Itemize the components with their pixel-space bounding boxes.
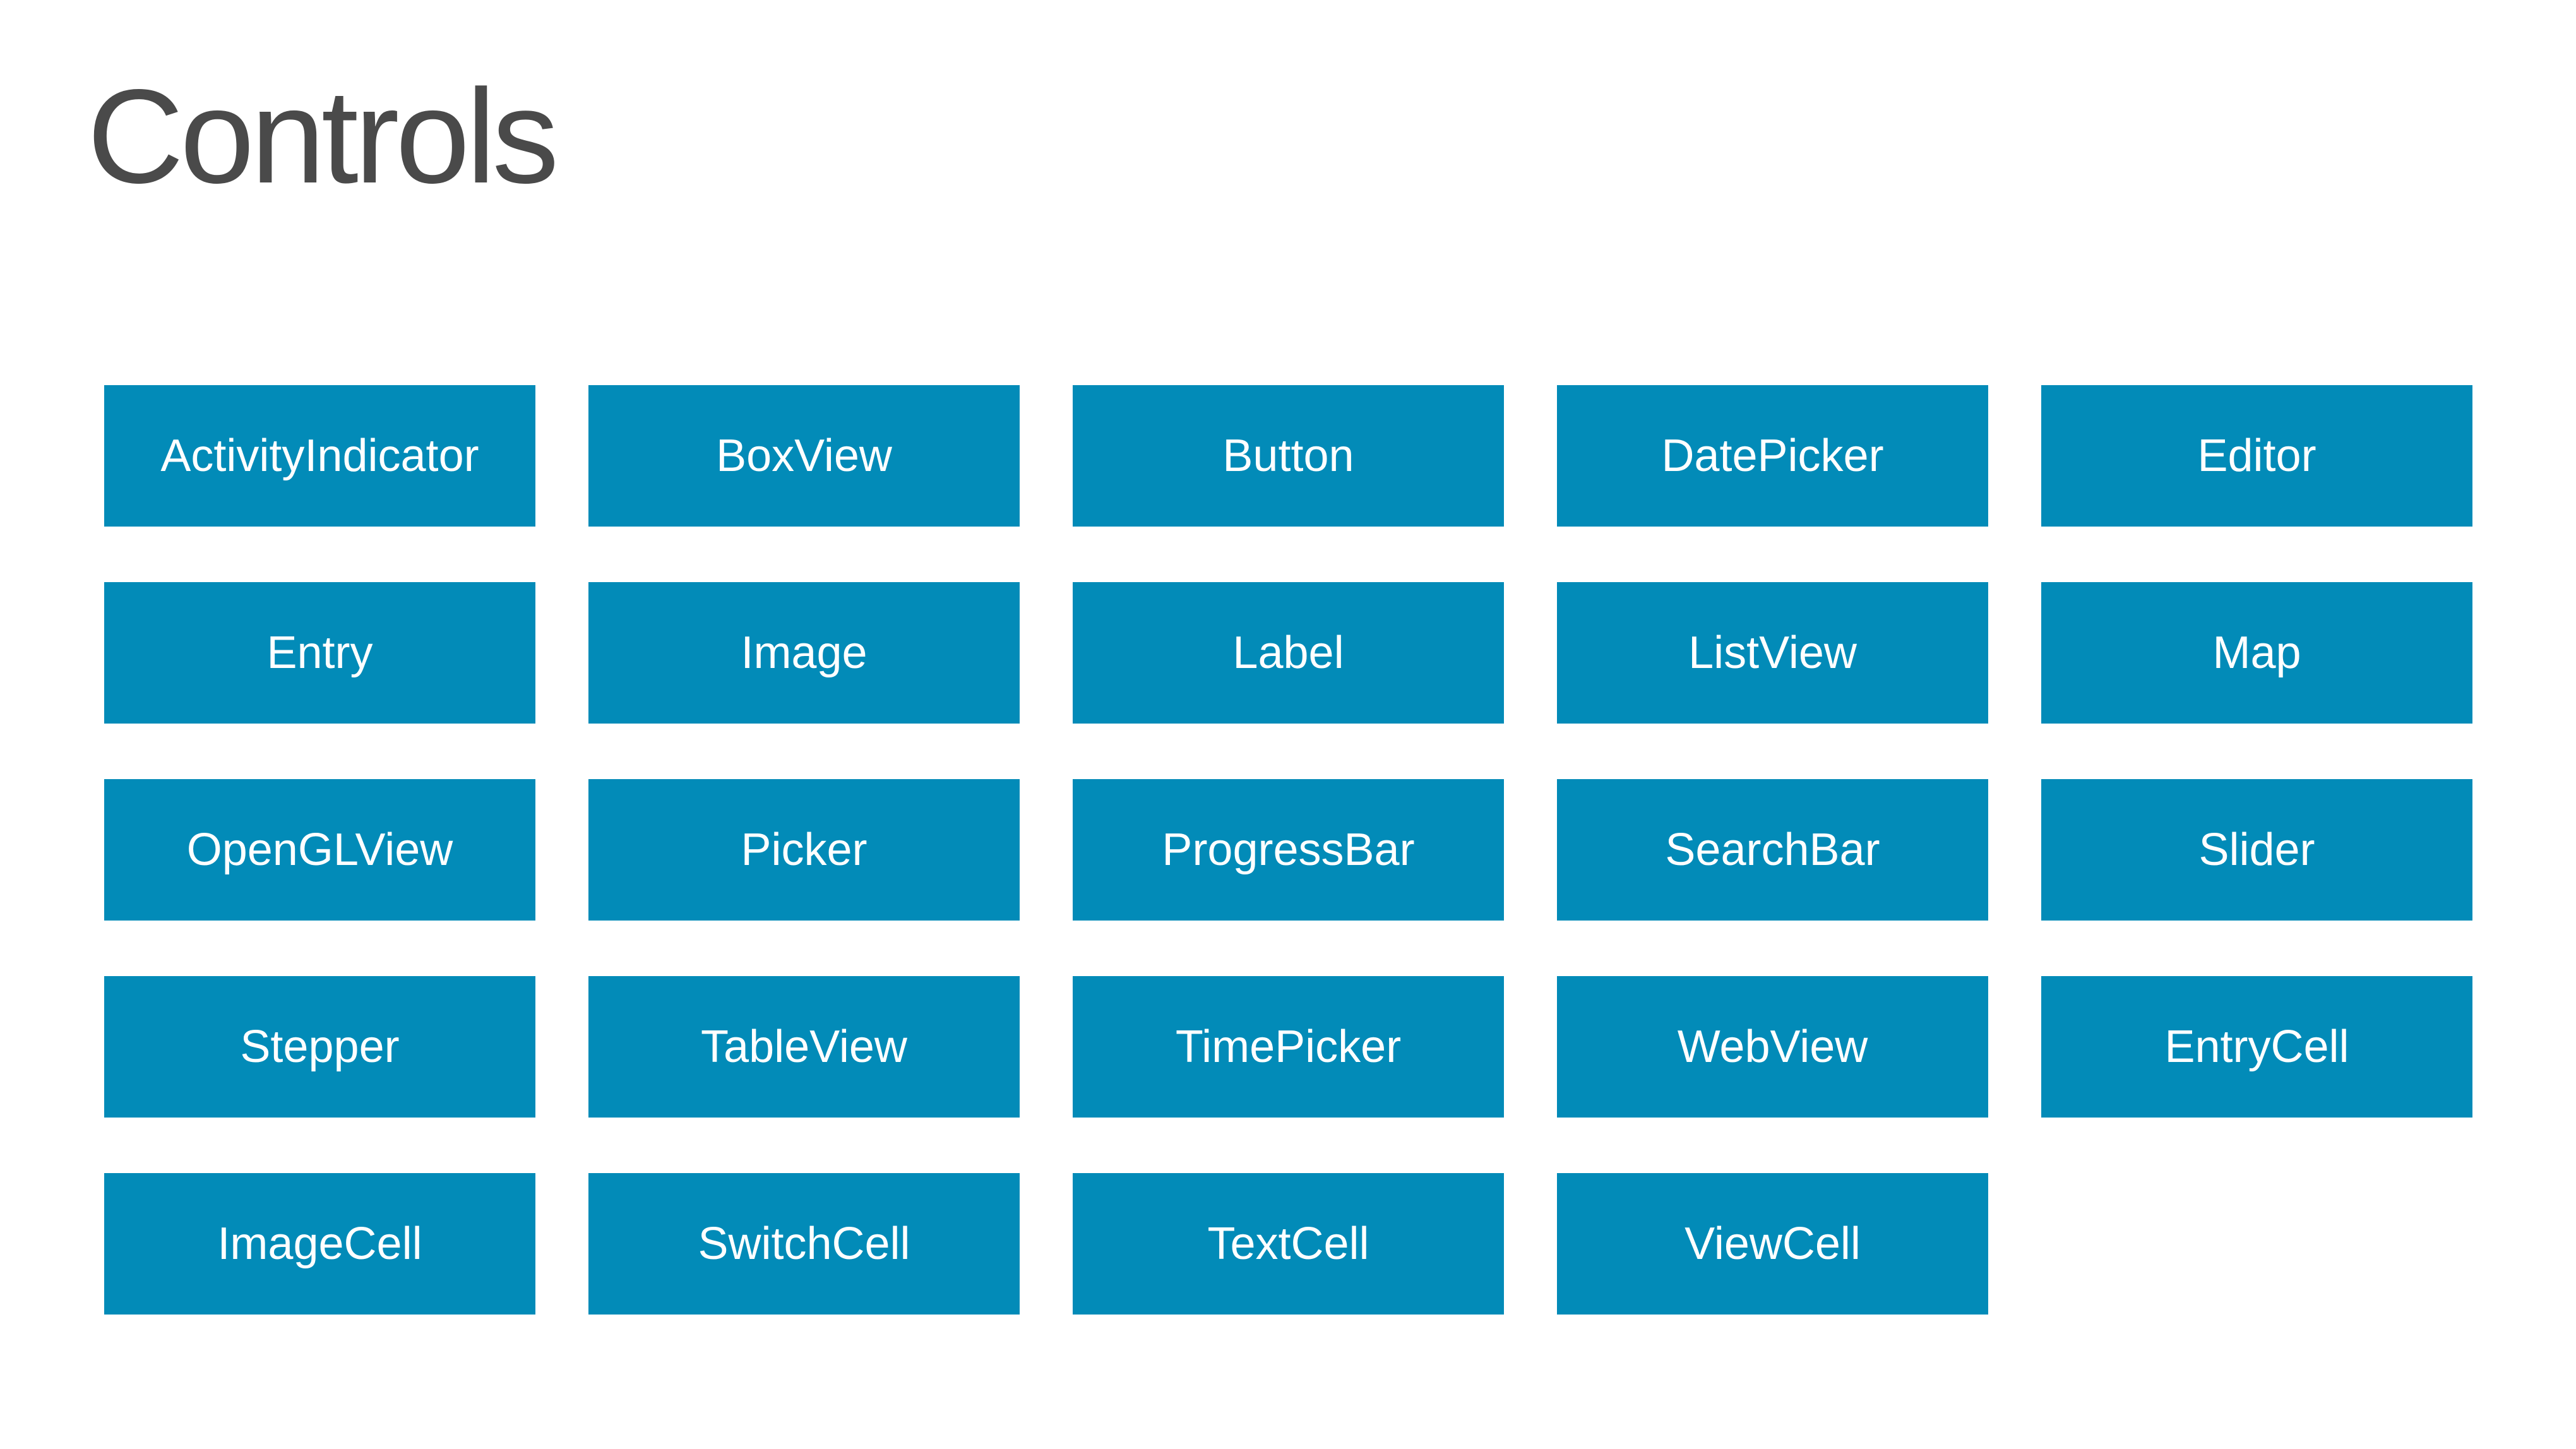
tile-webview[interactable]: WebView [1557, 976, 1988, 1118]
tile-slider[interactable]: Slider [2041, 779, 2472, 921]
tile-label: Image [741, 628, 868, 678]
tile-image[interactable]: Image [588, 582, 1020, 724]
tile-label-text: Label [1232, 628, 1344, 678]
tile-entry[interactable]: Entry [104, 582, 535, 724]
tile-stepper[interactable]: Stepper [104, 976, 535, 1118]
tile-label: Button [1222, 431, 1354, 481]
tile-label: Editor [2197, 431, 2317, 481]
tile-datepicker[interactable]: DatePicker [1557, 385, 1988, 527]
tile-label: Map [2212, 628, 2301, 678]
tile-editor[interactable]: Editor [2041, 385, 2472, 527]
tile-activityindicator[interactable]: ActivityIndicator [104, 385, 535, 527]
tile-label: ListView [1688, 628, 1857, 678]
tile-label: DatePicker [1661, 431, 1884, 481]
tile-timepicker[interactable]: TimePicker [1073, 976, 1504, 1118]
tile-label: Picker [741, 825, 868, 875]
tile-label: Entry [266, 628, 373, 678]
tile-label: TextCell [1207, 1219, 1369, 1269]
tile-label: ActivityIndicator [160, 431, 479, 481]
tile-label: OpenGLView [186, 825, 453, 875]
tile-openglview[interactable]: OpenGLView [104, 779, 535, 921]
tile-label: ImageCell [217, 1219, 422, 1269]
tile-map[interactable]: Map [2041, 582, 2472, 724]
tile-textcell[interactable]: TextCell [1073, 1173, 1504, 1315]
tile-searchbar[interactable]: SearchBar [1557, 779, 1988, 921]
tile-label: Slider [2198, 825, 2315, 875]
tile-tableview[interactable]: TableView [588, 976, 1020, 1118]
tile-label: ProgressBar [1162, 825, 1415, 875]
tile-label: Stepper [240, 1022, 400, 1072]
tile-label[interactable]: Label [1073, 582, 1504, 724]
tile-entrycell[interactable]: EntryCell [2041, 976, 2472, 1118]
tile-imagecell[interactable]: ImageCell [104, 1173, 535, 1315]
tile-label: TableView [701, 1022, 907, 1072]
tile-label: SearchBar [1665, 825, 1880, 875]
tile-button[interactable]: Button [1073, 385, 1504, 527]
tile-label: WebView [1677, 1022, 1868, 1072]
tile-progressbar[interactable]: ProgressBar [1073, 779, 1504, 921]
tile-label: BoxView [716, 431, 892, 481]
tile-label: SwitchCell [698, 1219, 910, 1269]
page-title: Controls [87, 61, 559, 211]
tile-boxview[interactable]: BoxView [588, 385, 1020, 527]
tile-label: TimePicker [1175, 1022, 1402, 1072]
tile-label: EntryCell [2164, 1022, 2349, 1072]
tile-switchcell[interactable]: SwitchCell [588, 1173, 1020, 1315]
tile-listview[interactable]: ListView [1557, 582, 1988, 724]
tile-picker[interactable]: Picker [588, 779, 1020, 921]
tile-viewcell[interactable]: ViewCell [1557, 1173, 1988, 1315]
tile-label: ViewCell [1685, 1219, 1861, 1269]
controls-grid: ActivityIndicator BoxView Button DatePic… [104, 385, 2472, 1315]
